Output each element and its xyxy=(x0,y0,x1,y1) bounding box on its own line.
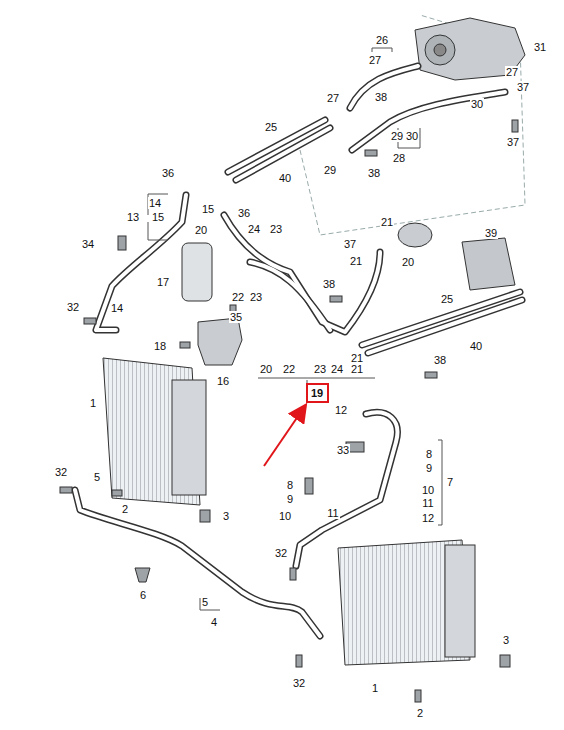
pointer-arrow xyxy=(264,406,305,466)
callout-number: 22 xyxy=(282,363,296,375)
dryer xyxy=(182,243,212,301)
callout-number: 14 xyxy=(148,197,162,209)
callout-number: 5 xyxy=(201,596,209,608)
callout-number: 20 xyxy=(401,256,415,268)
callout-number: 37 xyxy=(506,136,520,148)
callout-number: 19 xyxy=(308,387,327,399)
callout-number: 34 xyxy=(81,238,95,250)
fasteners xyxy=(60,120,518,702)
compressor xyxy=(415,18,525,80)
callout-number: 10 xyxy=(421,484,435,496)
callout-number: 27 xyxy=(368,54,382,66)
valve xyxy=(398,223,432,247)
callout-number: 8 xyxy=(286,479,294,491)
callout-number: 1 xyxy=(89,397,97,409)
callout-number: 24 xyxy=(247,223,261,235)
callout-number: 18 xyxy=(153,340,167,352)
callout-number: 12 xyxy=(334,404,348,416)
callout-number: 9 xyxy=(425,462,433,474)
callout-number: 16 xyxy=(216,375,230,387)
callout-number: 32 xyxy=(54,466,68,478)
callout-number: 32 xyxy=(66,301,80,313)
callout-number: 35 xyxy=(229,311,243,323)
callout-number: 14 xyxy=(110,302,124,314)
callout-number: 38 xyxy=(322,278,336,290)
callout-number: 27 xyxy=(505,66,519,78)
callout-number: 11 xyxy=(421,497,434,509)
callout-number: 40 xyxy=(469,340,483,352)
callout-number: 32 xyxy=(292,677,306,689)
callout-number: 23 xyxy=(249,291,263,303)
highlight-box: 19 xyxy=(306,383,329,403)
callout-number: 3 xyxy=(502,634,510,646)
callout-number: 31 xyxy=(533,41,547,53)
callout-number: 28 xyxy=(392,152,406,164)
callout-number: 32 xyxy=(274,547,288,559)
callout-number: 26 xyxy=(375,34,389,46)
callout-number: 27 xyxy=(326,92,340,104)
condenser xyxy=(103,358,206,505)
callout-number: 20 xyxy=(259,363,273,375)
callout-number: 17 xyxy=(156,276,170,288)
callout-number: 11 xyxy=(326,507,339,519)
callout-number: 1 xyxy=(371,682,379,694)
callout-number: 22 xyxy=(231,291,245,303)
callout-number: 39 xyxy=(484,227,498,239)
callout-number: 15 xyxy=(151,211,165,223)
callout-number: 21 xyxy=(349,255,363,267)
callout-number: 13 xyxy=(126,211,140,223)
callout-number: 8 xyxy=(425,448,433,460)
sensor xyxy=(462,238,515,290)
callout-number: 30 xyxy=(405,130,419,142)
callout-number: 29 xyxy=(323,164,337,176)
group-brackets xyxy=(148,48,442,610)
callout-number: 37 xyxy=(516,81,530,93)
callout-number: 21 xyxy=(350,363,364,375)
callout-number: 38 xyxy=(367,167,381,179)
callout-number: 2 xyxy=(416,707,424,719)
callout-number: 2 xyxy=(121,503,129,515)
callout-number: 20 xyxy=(194,224,208,236)
callout-number: 23 xyxy=(269,223,283,235)
callout-number: 3 xyxy=(222,510,230,522)
callout-number: 36 xyxy=(237,207,251,219)
callout-number: 36 xyxy=(161,167,175,179)
callout-number: 38 xyxy=(433,354,447,366)
callout-number: 25 xyxy=(440,293,454,305)
callout-number: 24 xyxy=(330,363,344,375)
condenser xyxy=(338,540,475,665)
callout-number: 30 xyxy=(470,98,484,110)
bracket xyxy=(198,318,242,365)
callout-number: 5 xyxy=(93,471,101,483)
callout-number: 25 xyxy=(264,121,278,133)
callout-number: 4 xyxy=(210,616,218,628)
callout-number: 23 xyxy=(313,363,327,375)
callout-number: 40 xyxy=(278,172,292,184)
callout-number: 6 xyxy=(139,589,147,601)
callout-number: 33 xyxy=(336,444,350,456)
callout-number: 38 xyxy=(374,91,388,103)
callout-number: 12 xyxy=(421,512,435,524)
callout-number: 7 xyxy=(446,476,454,488)
callout-number: 10 xyxy=(278,510,292,522)
callout-number: 37 xyxy=(343,238,357,250)
callout-number: 9 xyxy=(286,493,294,505)
callout-number: 21 xyxy=(380,216,394,228)
callout-number: 29 xyxy=(390,130,404,142)
callout-number: 15 xyxy=(201,203,215,215)
